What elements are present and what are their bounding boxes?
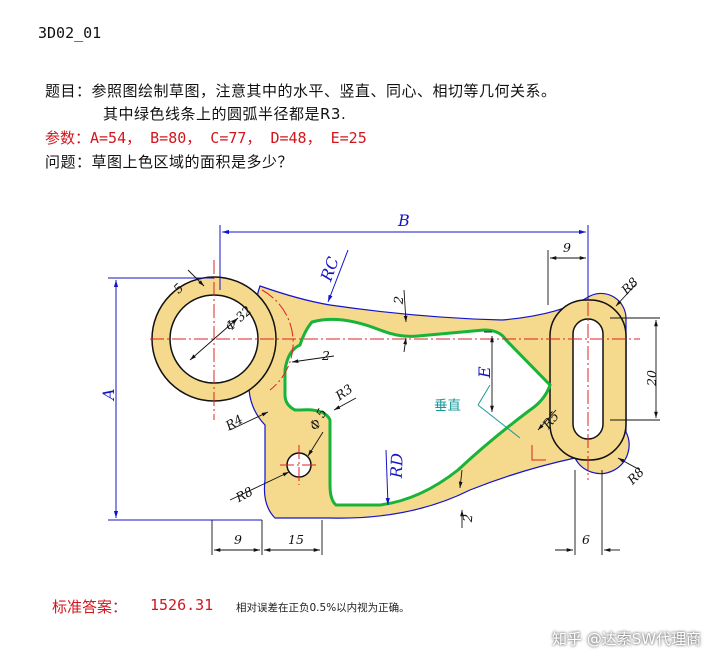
dim-label-R8-left: R8 — [232, 484, 255, 506]
dim-label-2a: 2 — [321, 348, 330, 363]
dim-label-2c: 2 — [460, 513, 476, 523]
watermark: 知乎 @达索SW代理商 — [552, 630, 702, 648]
dim-label-B: B — [397, 211, 410, 230]
dim-label-6: 6 — [582, 532, 590, 547]
dim-label-RD: RD — [387, 453, 407, 480]
dim-label-R4: R4 — [222, 411, 245, 433]
question-line-2: 其中绿色线条上的圆弧半径都是R3. — [103, 105, 347, 123]
dim-label-9-bottom: 9 — [234, 532, 242, 547]
parameters-line: 参数：A=54， B=80， C=77， D=48， E=25 — [45, 129, 367, 147]
dim-label-RC: RC — [316, 254, 343, 284]
answer-note: 相对误差在正负0.5%以内视为正确。 — [236, 602, 410, 614]
vertical-relation-label: 垂直 — [434, 398, 461, 414]
dim-label-15: 15 — [288, 532, 304, 547]
dim-label-A: A — [99, 388, 118, 402]
dim-label-R8-top: R8 — [617, 274, 641, 298]
answer-value: 1526.31 — [150, 596, 214, 614]
dim-label-9-top: 9 — [563, 240, 571, 255]
question-line-4: 问题：草图上色区域的面积是多少？ — [45, 153, 294, 171]
dimension-lines-black — [187, 250, 660, 555]
question-line-1: 题目：参照图绘制草图，注意其中的水平、竖直、同心、相切等几何关系。 — [45, 82, 557, 100]
green-pocket — [283, 317, 552, 507]
dim-label-R8-bottom: R8 — [623, 464, 647, 488]
dim-label-2b: 2 — [391, 295, 407, 305]
dim-label-E: E — [475, 366, 494, 379]
vertical-relation — [477, 384, 521, 439]
right-angle-mark — [531, 445, 546, 461]
problem-code: 3D02_01 — [38, 24, 102, 42]
answer-label: 标准答案： — [52, 598, 128, 616]
dim-label-20: 20 — [644, 370, 659, 387]
